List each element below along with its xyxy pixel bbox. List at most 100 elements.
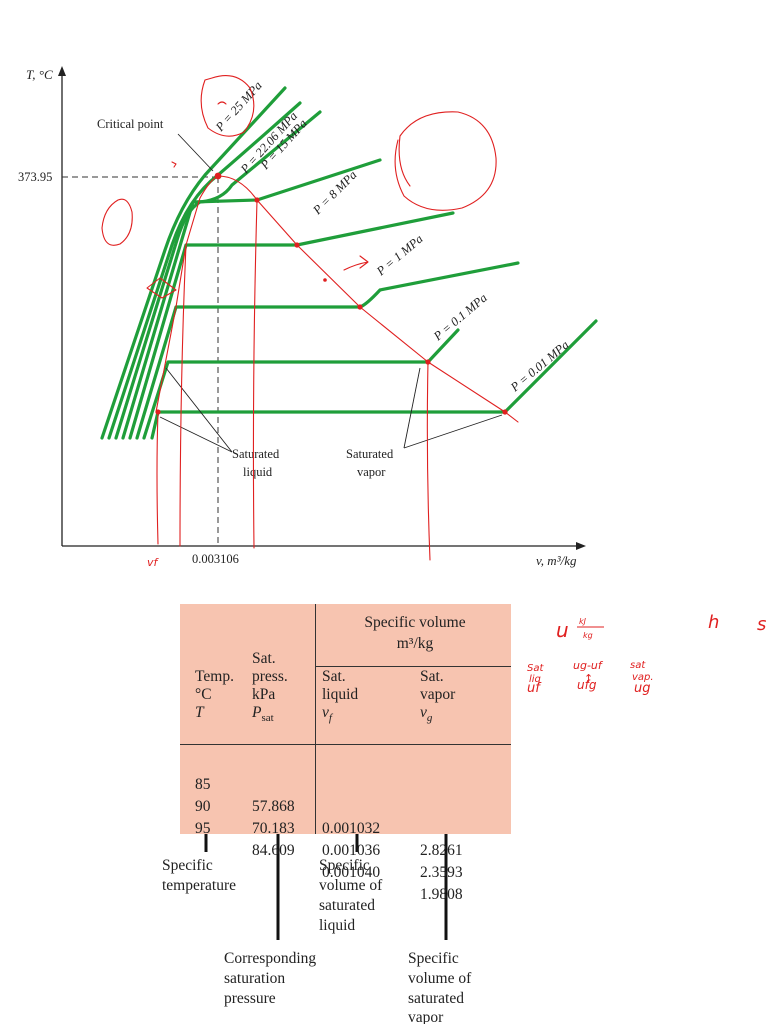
col-press-symbol: P [252,704,262,721]
hw-h: h [708,612,719,633]
sat-point [357,304,363,310]
cell-vg: 2.8261 [420,842,463,859]
col-vapor-line2: vapor [420,686,456,703]
critical-reference-lines: 373.95 0.003106 [18,170,239,566]
scribble-tick [171,161,177,168]
callout-liquid-1: Specific [319,857,370,874]
col-liquid-line1: Sat. [322,668,346,685]
critical-point-pointer [177,133,214,172]
sat-vapor-label-line2: vapor [357,465,386,479]
col-press-line3: kPa [252,686,276,703]
sat-liquid-pointer [159,416,233,453]
cell-vf: 0.001032 [322,820,381,837]
callout-press-2: saturation [224,970,285,987]
hw-arrow-mark: ↑ [584,672,593,685]
scribble-mark [217,101,227,105]
col-liquid-subscript: f [328,712,332,724]
table-row: 90 70.183 0.001036 2.3593 [195,774,463,906]
axes: T, °C v, m³/kg [26,66,586,568]
v-axis-arrow-icon [576,542,586,550]
callout-press-1: Corresponding [224,950,316,967]
hw-ug-uf: ug-uf [573,659,604,672]
sat-liquid-label-line1: Saturated [232,447,280,461]
callout-liquid-2: volume of [319,877,383,894]
header-units: m³/kg [396,635,434,652]
col-press-subscript: sat [261,712,274,724]
callout-liquid-3: saturated [319,897,375,914]
cell-vf: 0.001040 [322,864,381,881]
vg-drop-line [426,361,431,561]
col-liquid-line3: vf [322,704,332,724]
table-vertical-rule [315,604,316,834]
callout-vapor-2: volume of [408,970,472,987]
sat-liquid-pointer [165,367,233,453]
hw-uf: uf [527,681,542,696]
saturation-pointers [159,367,503,453]
isobar-8mpa [121,158,382,440]
hw-sat: Sat [527,663,544,674]
critical-point-marker [214,172,222,180]
isobar-01mpa-lower [142,328,460,440]
col-press-line4: Psat [252,704,274,724]
scribble-circle-top [200,75,255,137]
table-body-rule [180,744,511,745]
drop-line [179,244,187,547]
col-vapor-subscript: g [426,712,433,724]
table-handwriting: u kJ kg h s Sat liq ug-uf ↑ sat vap. uf … [527,612,766,696]
callout-liquid-4: liquid [319,917,355,934]
t-axis-label: T, °C [26,67,53,82]
critical-vol-tick: 0.003106 [192,552,239,566]
table-header-rule [315,666,511,667]
saturation-dome [155,175,519,423]
cell-press: 57.868 [252,798,295,815]
col-temp-line3: T [195,704,204,721]
diagram-handwriting: vf [101,75,497,569]
scribble-oval-left [101,198,133,246]
col-press-line2: press. [252,668,288,685]
col-liquid-line2: liquid [322,686,359,703]
sat-point [294,242,300,248]
sat-vapor-pointer [403,367,421,449]
t-axis-arrow-icon [58,66,66,76]
col-vapor-line3: vg [420,704,433,724]
vf-axis-note: vf [147,556,160,569]
cell-vg: 1.9808 [420,886,463,903]
cell-vf: 0.001036 [322,842,381,859]
cell-temp: 95 [195,820,211,837]
drop-line [252,199,258,549]
col-liquid-symbol: v [322,704,329,721]
hw-u: u [556,618,569,642]
cell-vg: 2.3593 [420,864,463,881]
sat-liquid-label-line2: liquid [243,465,273,479]
hw-kg: kg [583,631,593,640]
callout-vapor-3: saturated [408,990,464,1007]
vf-drop-line [156,411,159,545]
isobar-label-01: P = 0.1 MPa [430,291,490,344]
callout-temp-1: Specific [162,857,213,874]
isobar-label-25: P = 25 MPa [212,79,265,135]
critical-point-label: Critical point [97,117,164,131]
isobar-001mpa [150,319,598,440]
callout-vapor-4: vapor [408,1009,444,1024]
col-press-line1: Sat. [252,650,276,667]
isobar-1mpa [128,211,455,440]
callout-vapor-1: Specific [408,950,459,967]
hw-sat2: sat [630,660,646,671]
sat-vapor-label-line1: Saturated [346,447,394,461]
scribble-diamond [146,277,177,299]
scribble-arrow-right [343,255,369,271]
scribble-dot [323,278,327,282]
cell-press: 70.183 [252,820,295,837]
col-vapor-symbol: v [420,704,427,721]
isobar-25mpa [100,86,287,440]
cell-temp: 90 [195,798,211,815]
hw-s: s [757,614,766,635]
isobar-label-001: P = 0.01 MPa [507,338,571,395]
hw-vap: vap. [632,672,654,683]
callout-temp-2: temperature [162,877,236,894]
table-callout-arrows [204,826,448,940]
saturated-water-table: Specific volume m³/kg Temp. °C T Sat. pr… [180,604,511,903]
col-temp-line2: °C [195,686,212,703]
isobar-label-1: P = 1 MPa [373,232,425,279]
table-callout-texts: Specific temperature Corresponding satur… [162,857,472,1024]
